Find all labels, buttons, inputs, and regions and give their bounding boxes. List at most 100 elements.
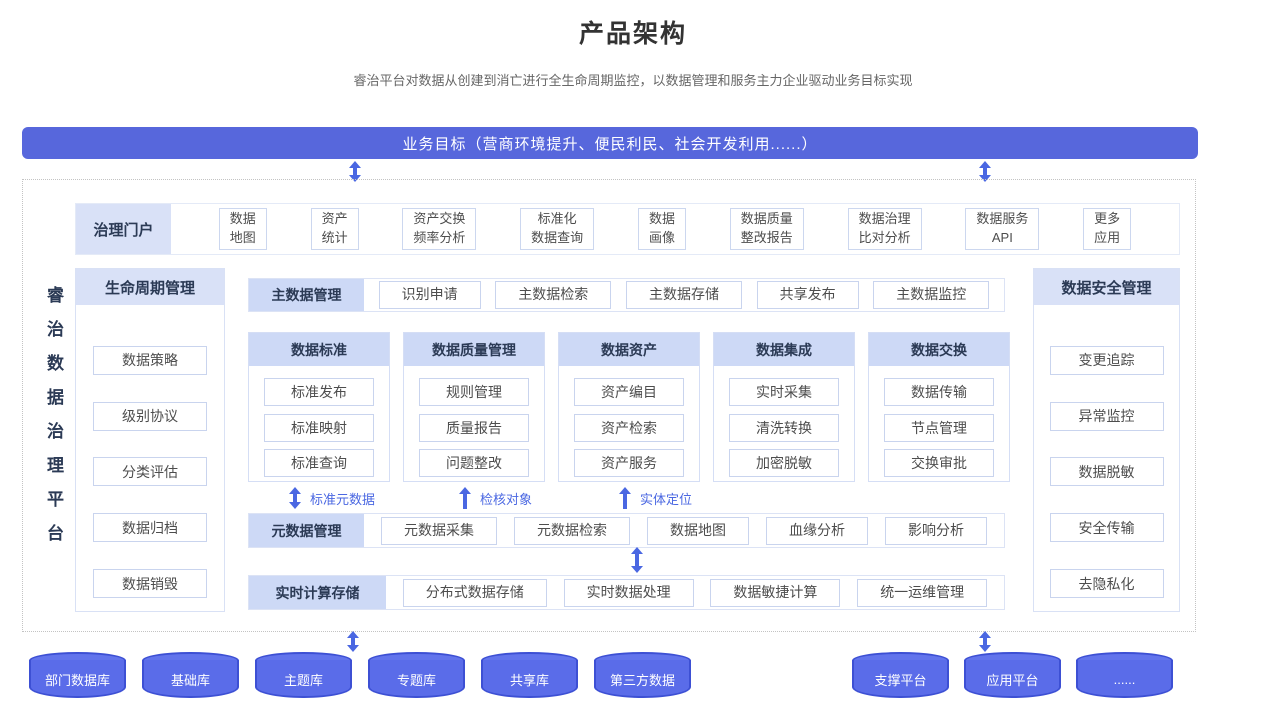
flow-check-object: 检核对象 xyxy=(459,487,532,509)
master-data-items: 识别申请主数据检索主数据存储共享发布主数据监控 xyxy=(364,279,1004,311)
security-item: 变更追踪 xyxy=(1049,345,1164,375)
lifecycle-item: 数据归档 xyxy=(93,513,207,543)
database-cylinder: ...... xyxy=(1076,652,1173,698)
column-item: 资产服务 xyxy=(574,449,684,478)
metadata-header: 元数据管理 xyxy=(249,514,364,547)
master-data-item: 主数据检索 xyxy=(495,281,612,309)
flow-label: 实体定位 xyxy=(640,491,693,507)
realtime-header: 实时计算存储 xyxy=(249,576,386,609)
lifecycle-item: 数据策略 xyxy=(93,345,207,375)
lifecycle-item: 分类评估 xyxy=(93,457,207,487)
master-data-header: 主数据管理 xyxy=(249,279,364,311)
column-item: 资产检索 xyxy=(574,413,684,442)
data-standard-column: 数据标准 标准发布标准映射标准查询 xyxy=(248,332,390,482)
portal-item: 资产 统计 xyxy=(310,208,359,250)
security-item: 去隐私化 xyxy=(1049,569,1164,599)
security-items: 变更追踪异常监控数据脱敏安全传输去隐私化 xyxy=(1034,305,1179,639)
portal-item: 数据 画像 xyxy=(637,208,686,250)
portal-item: 更多 应用 xyxy=(1083,208,1132,250)
lifecycle-items: 数据策略级别协议分类评估数据归档数据销毁 xyxy=(76,305,224,639)
up-down-arrow-icon xyxy=(349,161,361,182)
page-title: 产品架构 xyxy=(578,20,687,48)
database-label: 专题库 xyxy=(396,672,436,688)
lifecycle-item: 数据销毁 xyxy=(93,569,207,599)
column-item: 质量报告 xyxy=(419,413,529,442)
database-label: 第三方数据 xyxy=(609,672,675,688)
database-cylinder: 基础库 xyxy=(142,652,239,698)
database-cylinder: 支撑平台 xyxy=(852,652,949,698)
database-label: 支撑平台 xyxy=(874,672,927,688)
column-item: 资产编目 xyxy=(574,377,684,406)
data-exchange-column: 数据交换 数据传输节点管理交换审批 xyxy=(868,332,1010,482)
realtime-item: 统一运维管理 xyxy=(857,578,988,607)
database-label: 应用平台 xyxy=(986,672,1039,688)
column-items: 规则管理质量报告问题整改 xyxy=(404,366,544,489)
platform-boundary-frame xyxy=(22,179,1196,632)
database-cylinder: 共享库 xyxy=(481,652,578,698)
column-item: 标准发布 xyxy=(264,377,374,406)
data-quality-column: 数据质量管理 规则管理质量报告问题整改 xyxy=(403,332,545,482)
database-label: 基础库 xyxy=(170,672,210,688)
portal-item: 数据质量 整改报告 xyxy=(729,208,804,250)
lifecycle-panel: 生命周期管理 数据策略级别协议分类评估数据归档数据销毁 xyxy=(75,268,225,612)
cylinder-body xyxy=(1076,660,1173,698)
database-label: 主题库 xyxy=(283,672,323,688)
master-data-item: 主数据存储 xyxy=(625,281,742,309)
column-items: 资产编目资产检索资产服务 xyxy=(559,366,699,489)
flow-standard-metadata: 标准元数据 xyxy=(289,487,375,509)
column-header: 数据质量管理 xyxy=(404,333,544,366)
portal-items: 数据 地图 资产 统计 资产交换 频率分析 标准化 数据查询数据 画像 数据质量 整改报… xyxy=(171,204,1179,254)
up-down-arrow-icon xyxy=(289,487,301,509)
realtime-items: 分布式数据存储实时数据处理数据敏捷计算统一运维管理 xyxy=(386,576,1004,609)
column-header: 数据资产 xyxy=(559,333,699,366)
metadata-item: 血缘分析 xyxy=(766,516,868,545)
realtime-item: 数据敏捷计算 xyxy=(710,578,841,607)
column-header: 数据集成 xyxy=(714,333,854,366)
cylinder-body xyxy=(852,660,949,698)
portal-panel: 治理门户 数据 地图资产 统计资产交换 频率分析标准化 数据查询数据 画像数据质… xyxy=(75,203,1180,255)
cylinder-body xyxy=(142,660,239,698)
cylinder-body xyxy=(29,660,126,698)
column-item: 标准查询 xyxy=(264,449,374,478)
database-cylinder: 专题库 xyxy=(368,652,465,698)
portal-item: 数据 地图 xyxy=(218,208,267,250)
data-asset-column: 数据资产 资产编目资产检索资产服务 xyxy=(558,332,700,482)
column-item: 数据传输 xyxy=(884,377,994,406)
metadata-item: 元数据检索 xyxy=(514,516,630,545)
column-item: 节点管理 xyxy=(884,413,994,442)
cylinder-body xyxy=(964,660,1061,698)
realtime-panel: 实时计算存储 分布式数据存储实时数据处理数据敏捷计算统一运维管理 xyxy=(248,575,1005,610)
metadata-panel: 元数据管理 元数据采集元数据检索数据地图血缘分析影响分析 xyxy=(248,513,1005,548)
lifecycle-item: 级别协议 xyxy=(93,401,207,431)
column-item: 标准映射 xyxy=(264,413,374,442)
database-cylinder: 部门数据库 xyxy=(29,652,126,698)
column-item: 清洗转换 xyxy=(729,413,839,442)
column-item: 规则管理 xyxy=(419,377,529,406)
security-panel: 数据安全管理 变更追踪异常监控数据脱敏安全传输去隐私化 xyxy=(1033,268,1180,612)
up-down-arrow-icon xyxy=(979,631,991,652)
up-down-arrow-icon xyxy=(347,631,359,652)
security-item: 安全传输 xyxy=(1049,513,1164,543)
platform-vertical-label: 睿治数据治理平台 xyxy=(44,286,63,558)
database-cylinder: 主题库 xyxy=(255,652,352,698)
column-item: 实时采集 xyxy=(729,377,839,406)
cylinder-body xyxy=(481,660,578,698)
column-items: 标准发布标准映射标准查询 xyxy=(249,366,389,489)
up-arrow-icon xyxy=(619,487,631,509)
lifecycle-header: 生命周期管理 xyxy=(76,269,224,305)
master-data-item: 主数据监控 xyxy=(873,281,990,309)
up-down-arrow-icon xyxy=(979,161,991,182)
metadata-item: 元数据采集 xyxy=(381,516,497,545)
cylinder-body xyxy=(368,660,465,698)
source-databases: 部门数据库 基础库 主题库 专题库 共享 xyxy=(29,652,691,698)
page-subtitle: 睿治平台对数据从创建到消亡进行全生命周期监控，以数据管理和服务主力企业驱动业务目… xyxy=(353,73,913,88)
column-header: 数据标准 xyxy=(249,333,389,366)
column-item: 交换审批 xyxy=(884,449,994,478)
portal-item: 资产交换 频率分析 xyxy=(402,208,477,250)
column-items: 实时采集清洗转换加密脱敏 xyxy=(714,366,854,489)
portal-item: 标准化 数据查询 xyxy=(520,208,595,250)
cylinder-body xyxy=(594,660,691,698)
column-item: 问题整改 xyxy=(419,449,529,478)
realtime-item: 分布式数据存储 xyxy=(402,578,547,607)
